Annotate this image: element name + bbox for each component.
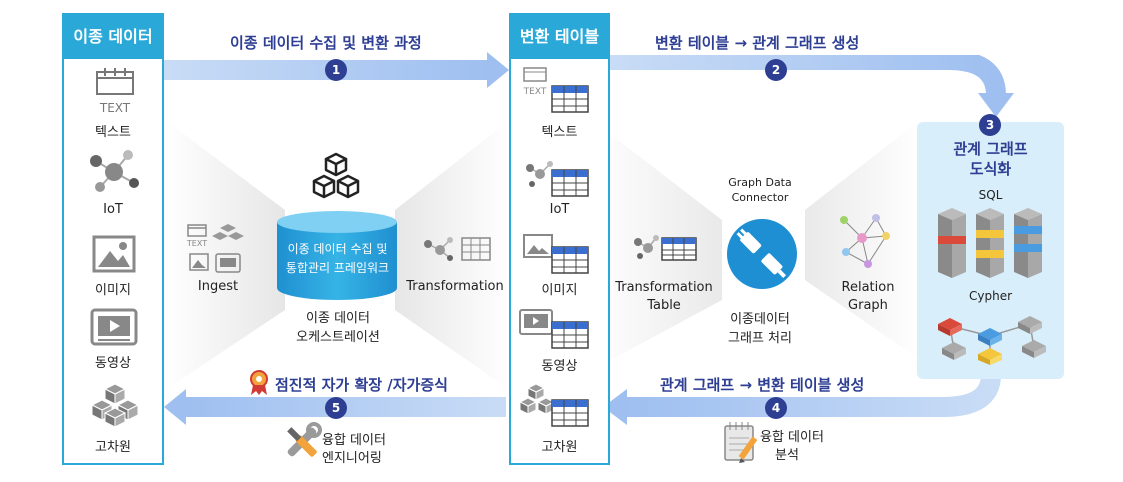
ingest-fan-left [165,120,285,390]
orchestration-label-2: 오케스트레이션 [296,330,380,345]
left-item-iot: IoT [103,202,123,217]
step2-number: 2 [765,59,787,81]
relation-label-1: Relation [841,280,895,295]
analysis-label-2: 분석 [775,448,799,463]
highdim-table-icon [520,383,589,427]
sql-label: SQL [978,188,1003,202]
framework-label-2: 통합관리 프레임워크 [285,261,390,275]
transformation-label: Transformation [406,279,504,294]
mid-item-highdim: 고차원 [541,440,578,455]
text-table-icon: TEXT [523,67,589,113]
arrow-step2 [608,55,1014,117]
ingest-icons: TEXT [186,224,244,273]
relation-graph-icon [840,214,890,268]
graph-panel-title-1: 관계 그래프 [953,140,1028,158]
analysis-label-1: 융합 데이터 [760,430,824,445]
left-item-highdim: 고차원 [95,440,131,455]
tools-icon [287,422,322,457]
mid-item-iot: IoT [549,202,570,217]
arrow-step4 [603,375,1001,425]
step5-label: 점진적 자가 확장 /자가증식 [275,376,448,394]
iot-table-icon [526,161,589,197]
transformation-icon [424,237,491,261]
left-item-text: 텍스트 [95,125,131,140]
video-table-icon [519,309,589,349]
connector-label-1: Graph Data [728,176,792,189]
badge-icon [248,370,270,400]
transformation-table-icon [634,235,697,261]
cypher-label: Cypher [968,289,1013,303]
transformation-fan [395,120,510,390]
engineering-label-2: 엔지니어링 [322,451,382,466]
image-table-icon [523,234,589,274]
sql-servers-icon [938,208,1042,278]
arrow-step5-head [164,389,186,425]
text-table-caption: TEXT [523,87,547,97]
engineering-label-1: 융합 데이터 [322,433,386,448]
text-document-icon: TEXT [96,68,134,114]
step2-label: 변환 테이블 → 관계 그래프 생성 [655,34,860,52]
step1-number: 1 [325,59,347,81]
video-icon [90,308,138,346]
step4-number: 4 [765,397,787,419]
ingest-label: Ingest [197,279,239,294]
panel-title: 이종 데이터 [64,15,162,59]
notepad-pencil-icon [724,422,758,463]
framework-cylinder [277,211,397,300]
mid-item-image: 이미지 [541,283,578,298]
image-icon [92,235,136,273]
connector-plug-icon [727,219,797,289]
ingest-text-caption: TEXT [186,239,207,248]
left-item-image: 이미지 [95,283,131,298]
left-item-video: 동영상 [95,356,131,371]
processing-label-1: 이종데이터 [730,312,790,327]
transformation-table-label-2: Table [647,298,681,313]
iot-network-icon [90,150,139,192]
graph-panel-title-2: 도식화 [969,160,1012,178]
framework-label-1: 이종 데이터 수집 및 [287,242,388,256]
text-icon-caption: TEXT [99,101,131,114]
panel-title: 변환 테이블 [511,15,608,59]
relation-label-2: Graph [848,298,888,313]
step5-number: 5 [325,397,347,419]
orchestration-label-1: 이종 데이터 [306,311,370,326]
connector-label-2: Connector [731,191,789,204]
transformation-table-label-1: Transformation [615,280,713,295]
framework-cubes-icon [312,152,360,199]
processing-label-2: 그래프 처리 [728,331,792,346]
mid-item-text: 텍스트 [541,125,578,140]
mid-item-video: 동영상 [541,359,578,374]
cubes-icon [90,383,140,428]
arrow-step1-head [487,52,509,88]
cypher-graph-icon [938,316,1046,365]
step3-number: 3 [979,114,1001,136]
step1-label: 이종 데이터 수집 및 변환 과정 [230,34,422,52]
transformation-table-fan [592,120,722,370]
step4-label: 관계 그래프 → 변환 테이블 생성 [660,376,865,394]
